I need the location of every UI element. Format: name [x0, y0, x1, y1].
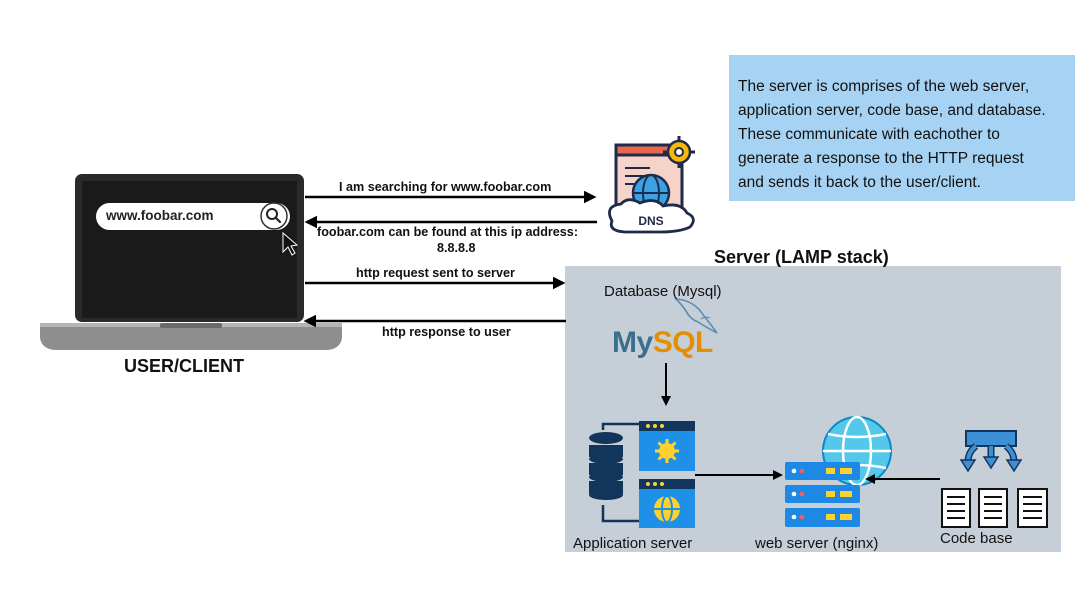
note-line: application server, code base, and datab… — [738, 102, 1046, 119]
note-line: and sends it back to the user/client. — [738, 174, 981, 191]
label-response: http response to user — [382, 325, 511, 339]
web-server-rack-icon — [785, 462, 860, 527]
server-title: Server (LAMP stack) — [714, 247, 889, 267]
mysql-logo: MySQL — [612, 326, 713, 360]
search-query-text: www.foobar.com — [106, 208, 214, 223]
label-request: http request sent to server — [356, 266, 515, 280]
label-from-dns: foobar.com can be found at this ip addre… — [317, 225, 579, 239]
mysql-logo-sql: SQL — [652, 326, 714, 359]
client-label: USER/CLIENT — [124, 356, 245, 376]
cursor-icon — [282, 231, 299, 256]
label-to-dns: I am searching for www.foobar.com — [339, 180, 552, 194]
note-line: The server is comprises of the web serve… — [738, 78, 1030, 95]
application-server-label: Application server — [573, 535, 693, 552]
explanation-note: The server is comprises of the web serve… — [729, 55, 1075, 201]
code-base-label: Code base — [940, 530, 1013, 547]
web-server-label: web server (nginx) — [755, 535, 879, 552]
mysql-logo-my: My — [612, 326, 653, 359]
database-label: Database (Mysql) — [604, 283, 722, 300]
laptop-icon — [40, 174, 342, 350]
note-line: generate a response to the HTTP request — [738, 150, 1024, 167]
mysql-dolphin-icon — [673, 298, 718, 334]
dns-gear-icon — [608, 136, 695, 234]
search-icon — [260, 202, 288, 230]
code-base-icon — [941, 430, 1048, 528]
label-ip-address: 8.8.8.8 — [437, 241, 476, 255]
note-line: These communicate with eachother to — [738, 126, 1000, 143]
application-server-icon — [589, 421, 695, 528]
dns-label: DNS — [638, 214, 663, 228]
search-bar — [96, 203, 290, 230]
